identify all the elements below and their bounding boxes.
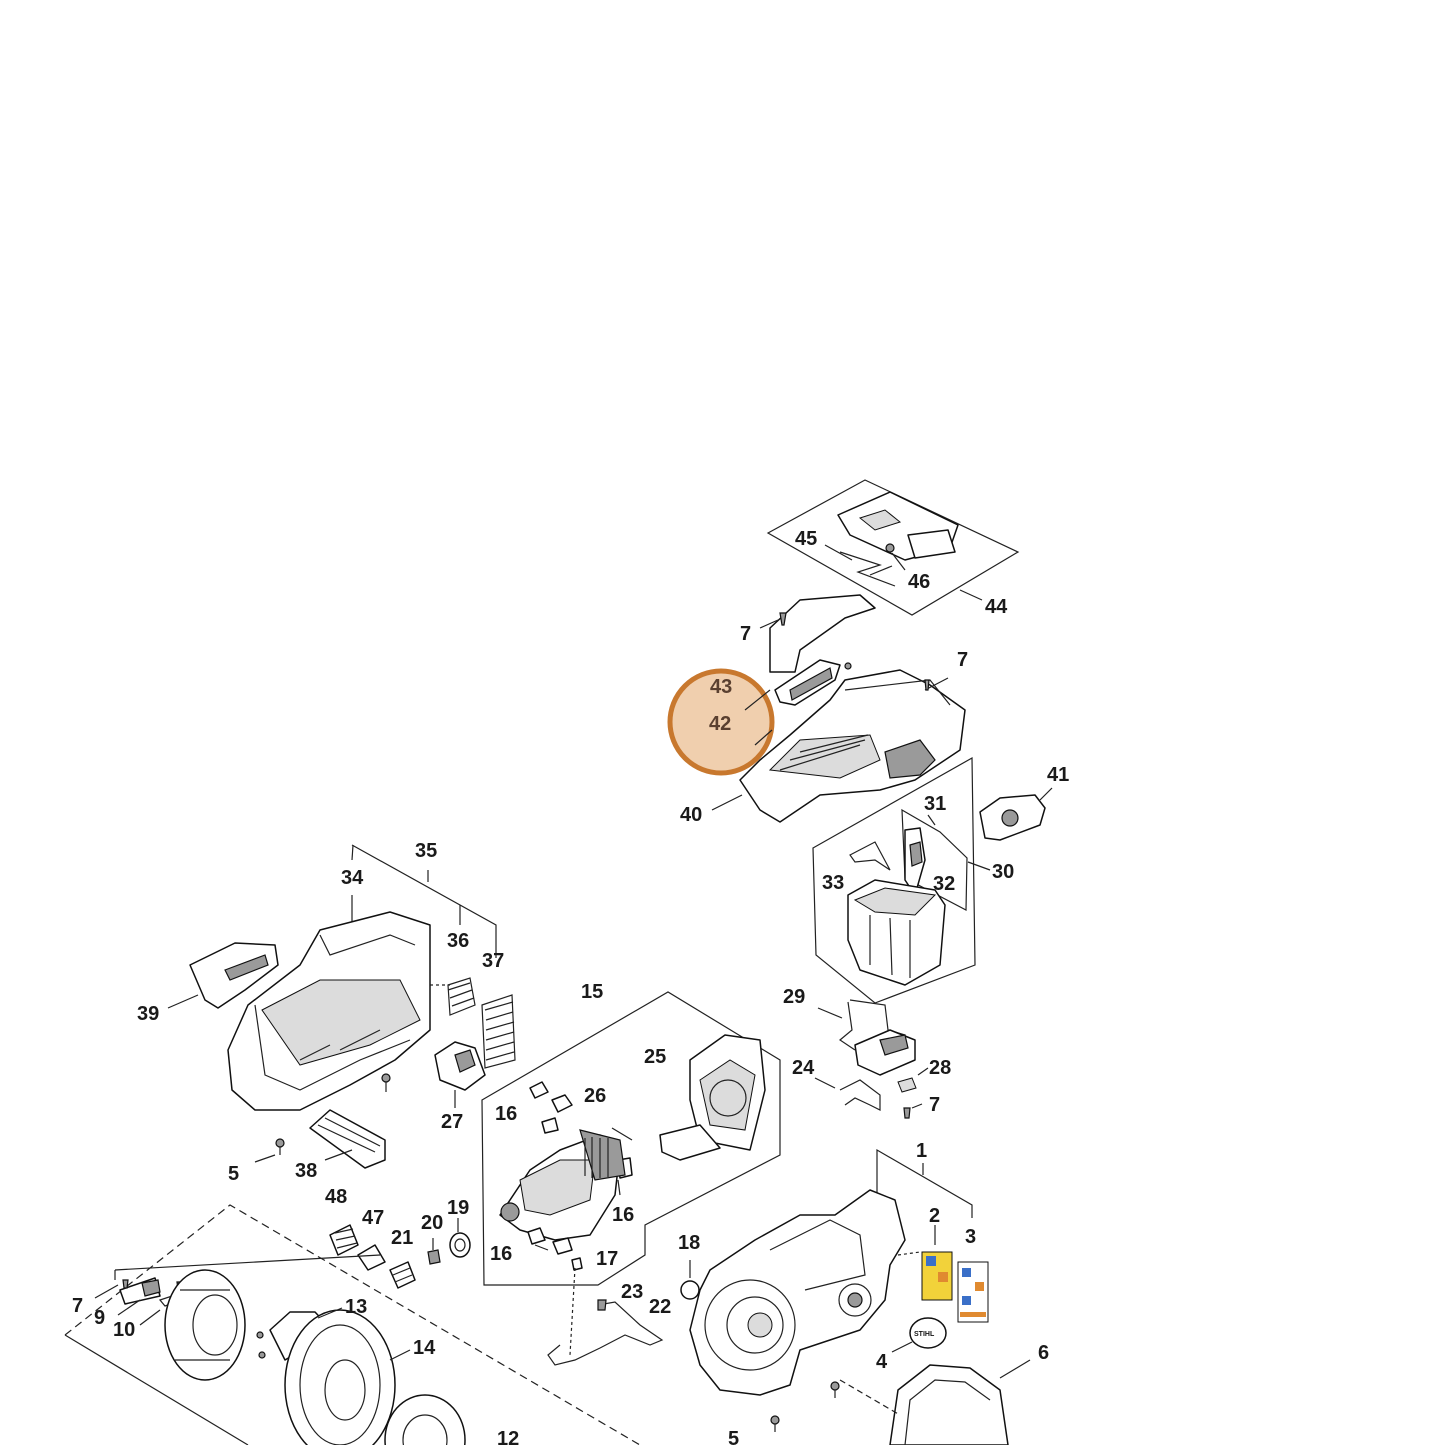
part-group-wheel	[64, 1204, 641, 1445]
callout-2: 2	[929, 1205, 940, 1227]
callout-13: 13	[345, 1296, 367, 1318]
part-group-35	[167, 844, 516, 1111]
callout-33: 33	[822, 872, 844, 894]
callout-6: 6	[1038, 1342, 1049, 1364]
callout-9: 9	[94, 1307, 105, 1329]
callout-18: 18	[678, 1232, 700, 1254]
callout-24: 24	[792, 1057, 815, 1079]
callout-17: 17	[596, 1248, 618, 1270]
callout-46: 46	[908, 571, 930, 593]
callout-3: 3	[965, 1226, 976, 1248]
callout-22: 22	[649, 1296, 671, 1318]
part-group-1	[680, 1148, 989, 1396]
callout-41: 41	[1047, 764, 1069, 786]
callout-23: 23	[621, 1281, 643, 1303]
callout-5: 5	[728, 1428, 739, 1445]
callout-31: 31	[924, 793, 946, 815]
part-group-fittings	[329, 1218, 471, 1289]
callout-27: 27	[441, 1111, 463, 1133]
callout-12: 12	[497, 1428, 519, 1445]
callout-16: 16	[612, 1204, 634, 1226]
callout-16: 16	[495, 1103, 517, 1125]
part-41-switch	[979, 787, 1053, 841]
callout-labels: 45 46 44 7 7 40 41 31 33 32 30 35 34 36 …	[72, 528, 1069, 1445]
callout-36: 36	[447, 930, 469, 952]
callout-21: 21	[391, 1227, 413, 1249]
part-group-30	[812, 756, 991, 1004]
part-group-29	[814, 999, 929, 1119]
callout-15: 15	[581, 981, 603, 1003]
callout-34: 34	[341, 867, 364, 889]
callout-4: 4	[876, 1351, 888, 1373]
callout-29: 29	[783, 986, 805, 1008]
callout-7: 7	[72, 1295, 83, 1317]
callout-16: 16	[490, 1243, 512, 1265]
callout-25: 25	[644, 1046, 666, 1068]
callout-39: 39	[137, 1003, 159, 1025]
highlight-circle[interactable]	[667, 668, 775, 776]
callout-7: 7	[740, 623, 751, 645]
callout-38: 38	[295, 1160, 317, 1182]
part-group-44	[766, 479, 1020, 616]
callout-30: 30	[992, 861, 1014, 883]
callout-42: 42	[709, 713, 731, 735]
callout-47: 47	[362, 1207, 384, 1229]
callout-26: 26	[584, 1085, 606, 1107]
callout-32: 32	[933, 873, 955, 895]
part-group-38	[254, 1109, 386, 1169]
callout-1: 1	[916, 1140, 927, 1162]
callout-35: 35	[415, 840, 437, 862]
stihl-logo-text: STIHL	[914, 1331, 935, 1338]
callout-14: 14	[413, 1337, 436, 1359]
callout-7: 7	[957, 649, 968, 671]
callout-19: 19	[447, 1197, 469, 1219]
part-group-22	[547, 1267, 664, 1366]
callout-43: 43	[710, 676, 732, 698]
part-group-15	[481, 991, 781, 1286]
callout-10: 10	[113, 1319, 135, 1341]
callout-5: 5	[228, 1163, 239, 1185]
callout-40: 40	[680, 804, 702, 826]
callout-37: 37	[482, 950, 504, 972]
callout-28: 28	[929, 1057, 951, 1079]
part-group-40	[711, 594, 966, 823]
callout-20: 20	[421, 1212, 443, 1234]
highlight-marker[interactable]: 43 42	[667, 668, 775, 776]
callout-48: 48	[325, 1186, 347, 1208]
callout-44: 44	[985, 596, 1008, 618]
callout-7: 7	[929, 1094, 940, 1116]
part-6-cover	[770, 1359, 1031, 1445]
callout-45: 45	[795, 528, 817, 550]
